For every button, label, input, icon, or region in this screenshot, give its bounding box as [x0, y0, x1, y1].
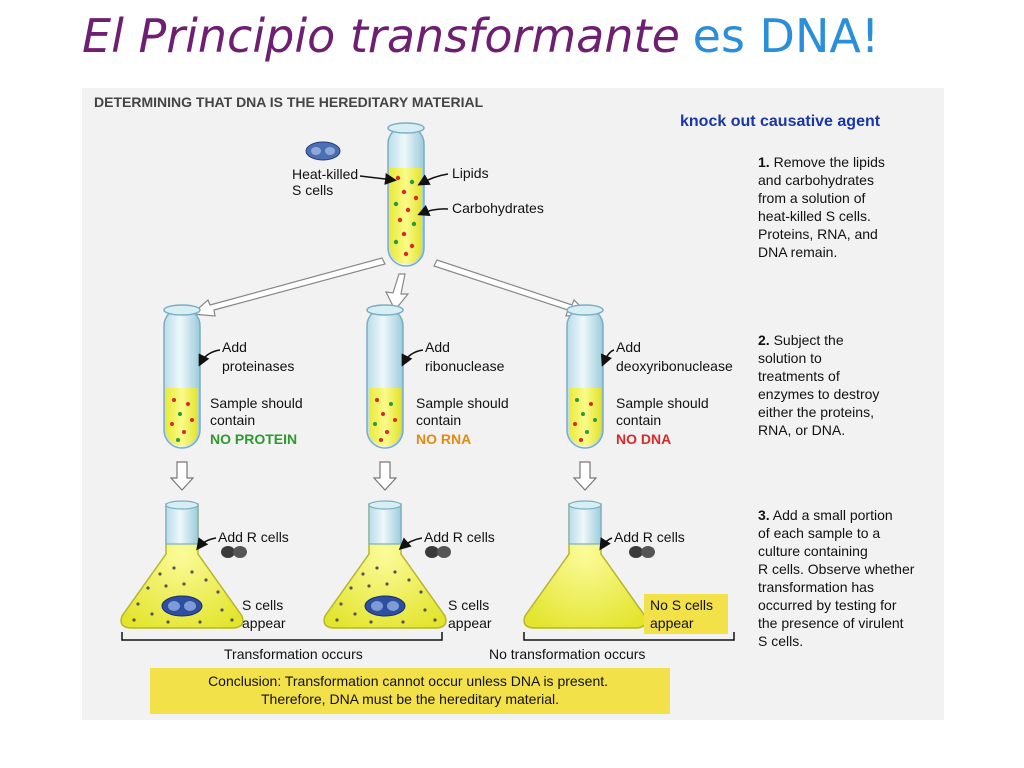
bracket-no-transformation: [523, 632, 735, 641]
top-tube-particles: [393, 175, 419, 257]
diagram-panel: DETERMINING THAT DNA IS THE HEREDITARY M…: [82, 88, 944, 720]
top-test-tube: [387, 122, 425, 267]
step-2-text: 2. Subject the solution to treatments of…: [758, 332, 883, 438]
flask-1-add-arrow: [196, 537, 217, 551]
distribution-arrows: [190, 257, 590, 317]
heat-killed-arrow: [359, 172, 397, 185]
tube-1-result: NO PROTEIN: [210, 431, 297, 447]
slide-title: El Principio transformante es DNA!: [82, 8, 879, 64]
flask-2-s-cell-icon: [364, 595, 406, 617]
r-cell-icon-1: [221, 546, 247, 558]
tube-2-add-arrow: [401, 349, 424, 367]
flask-3-outcome: No S cells appear: [650, 597, 717, 631]
flask-2: [323, 500, 447, 629]
conclusion-box: [150, 668, 670, 714]
flask-2-add-label: Add R cells: [424, 529, 495, 545]
arrow-to-left-tube: [190, 257, 386, 317]
arrow-to-right-tube: [433, 259, 590, 317]
figure-header: DETERMINING THAT DNA IS THE HEREDITARY M…: [94, 94, 484, 110]
step-3-text: 3. Add a small portion of each sample to…: [758, 507, 918, 649]
lipids-label: Lipids: [452, 165, 489, 181]
heat-killed-label: Heat-killed S cells: [292, 166, 362, 198]
bracket-right-label: No transformation occurs: [489, 646, 645, 662]
slide-title-italic: El Principio transformante: [82, 9, 680, 63]
down-arrow-3: [572, 461, 598, 491]
experiment-diagram: DETERMINING THAT DNA IS THE HEREDITARY M…: [94, 94, 918, 714]
lipids-arrow: [417, 173, 449, 186]
tube-2-result: NO RNA: [416, 431, 471, 447]
flask-3-add-label: Add R cells: [614, 529, 685, 545]
arrow-to-middle-tube: [384, 273, 410, 312]
carbohydrates-label: Carbohydrates: [452, 200, 544, 216]
no-s-cells-box: [644, 594, 728, 634]
flask-1: [120, 500, 244, 629]
flask-3-add-arrow: [599, 537, 613, 551]
flask-1-add-label: Add R cells: [218, 529, 289, 545]
down-arrow-2: [372, 461, 398, 491]
flask-1-s-cell-icon: [161, 595, 203, 617]
tube-to-flask-arrows: [169, 461, 598, 491]
tube-2: [366, 304, 404, 449]
slide-title-plain: es DNA!: [692, 9, 880, 63]
flask-2-add-arrow: [398, 537, 423, 550]
down-arrow-1: [169, 461, 195, 491]
step-1-text: 1. Remove the lipids and carbohydrates f…: [758, 154, 889, 260]
tube-3-add-arrow: [600, 349, 615, 367]
bracket-left-label: Transformation occurs: [224, 646, 363, 662]
side-note: knock out causative agent: [680, 113, 881, 130]
tube-1: [163, 304, 201, 449]
flask-3: [523, 500, 647, 629]
heat-killed-cell-icon: [305, 141, 341, 161]
tube-3: [566, 304, 604, 449]
carbohydrates-arrow: [417, 204, 449, 216]
tube-3-result: NO DNA: [616, 431, 671, 447]
r-cell-icon-2: [425, 546, 451, 558]
bracket-transformation: [121, 632, 443, 641]
r-cell-icon-3: [629, 546, 655, 558]
conclusion-text: Conclusion: Transformation cannot occur …: [208, 673, 612, 707]
tube-1-add-arrow: [198, 349, 221, 367]
